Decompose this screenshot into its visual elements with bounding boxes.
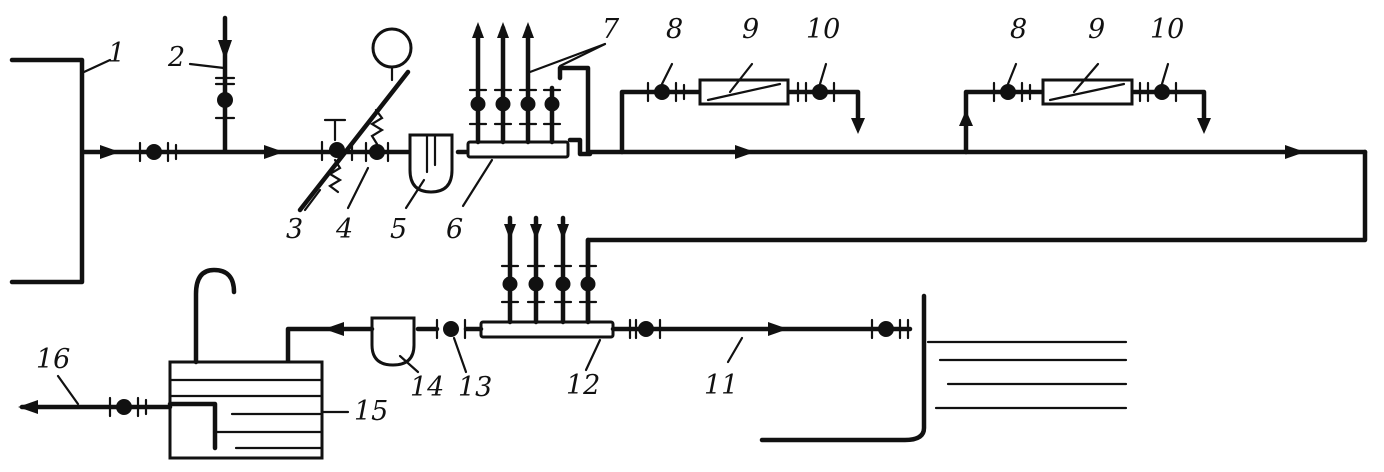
check-valve-4	[364, 108, 390, 163]
label-8b: 8	[1010, 14, 1027, 45]
distribution-header-6	[466, 22, 593, 159]
label-13: 13	[458, 372, 492, 403]
label-leaders	[56, 58, 1170, 414]
water-reservoir	[759, 293, 1128, 443]
label-2: 2	[167, 42, 185, 73]
label-9b: 9	[1088, 14, 1105, 45]
source-vessel	[9, 57, 85, 285]
label-10a: 10	[806, 14, 840, 45]
leader-lines-7	[528, 42, 607, 74]
bypass-loop-b	[959, 78, 1211, 155]
label-1: 1	[108, 38, 125, 69]
label-9a: 9	[742, 14, 759, 45]
intake-line-11	[610, 318, 913, 340]
outlet-16	[18, 396, 173, 418]
part-labels: 1 2 3 4 5 6 7 8 9 10 8 9 10 11 12 13 14 …	[36, 14, 1184, 427]
label-11: 11	[704, 370, 738, 401]
label-16: 16	[36, 344, 70, 375]
filter-5	[408, 133, 454, 194]
label-3: 3	[286, 214, 303, 245]
label-15: 15	[354, 396, 388, 427]
main-pipeline-upper	[81, 145, 1368, 159]
inlet-valve	[138, 141, 178, 163]
label-12: 12	[566, 370, 600, 401]
storage-tank-15	[167, 267, 324, 460]
lower-line-equipment	[285, 316, 484, 367]
label-7: 7	[602, 14, 620, 45]
label-14: 14	[410, 372, 444, 403]
label-10b: 10	[1150, 14, 1184, 45]
label-5: 5	[390, 214, 407, 245]
regulator-valve-3	[297, 27, 413, 213]
label-4: 4	[335, 214, 353, 245]
collection-header-12	[479, 215, 615, 339]
branch-valve-2	[214, 15, 236, 153]
return-pipeline	[585, 149, 1368, 325]
bypass-loop-a	[619, 78, 865, 155]
label-8a: 8	[666, 14, 683, 45]
label-6: 6	[446, 214, 463, 245]
